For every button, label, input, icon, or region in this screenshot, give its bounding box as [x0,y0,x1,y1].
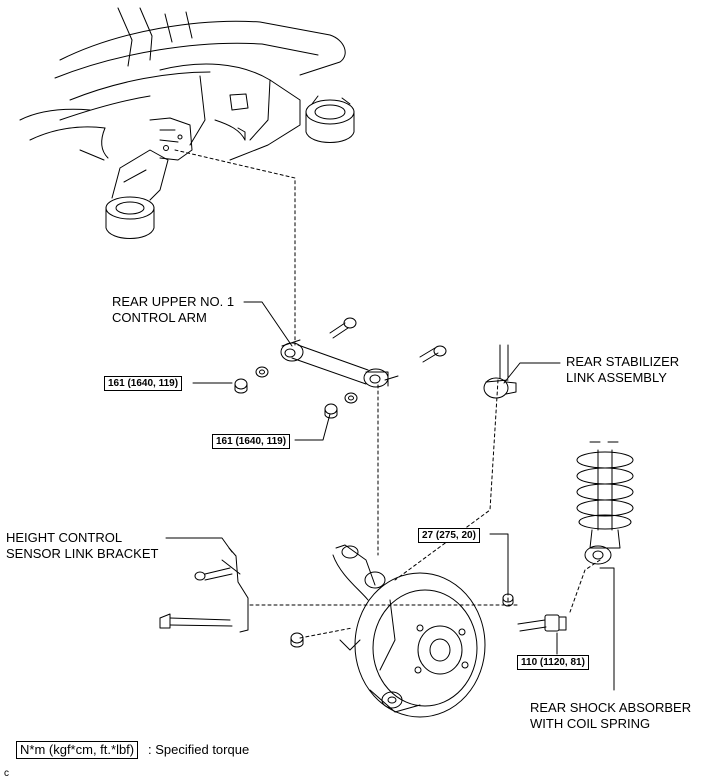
torque-spec-upper-arm-front: 161 (1640, 119) [104,376,183,391]
torque-spec-shock-bolt: 110 (1120, 81) [517,655,589,670]
torque-spec-stabilizer-nut: 27 (275, 20) [418,528,480,543]
upper-control-arm [280,339,389,388]
shock-label: REAR SHOCK ABSORBER WITH COIL SPRING [530,700,691,732]
upper-arm-label: REAR UPPER NO. 1 CONTROL ARM [112,294,234,326]
height-sensor-label: HEIGHT CONTROL SENSOR LINK BRACKET [6,530,158,562]
carrier-nut [290,632,304,648]
stabilizer-label: REAR STABILIZER LINK ASSEMBLY [566,354,679,386]
upper-arm-label-line1: REAR UPPER NO. 1 [112,294,235,309]
upper-arm-bolts [329,317,447,381]
arm-nuts-washers [234,366,358,419]
height-sensor-label-line1: HEIGHT CONTROL [6,530,123,545]
suspension-member-illustration [19,7,355,239]
shock-label-line2: WITH COIL SPRING [530,716,651,731]
stabilizer-label-line1: REAR STABILIZER [566,354,680,369]
legend-unit-box: N*m (kgf*cm, ft.*lbf) [16,741,139,759]
legend-description: : Specified torque [148,742,250,757]
axle-carrier [332,544,486,718]
stabilizer-link [483,344,517,399]
coil-spring-shock [576,441,634,565]
alignment-lines [174,149,601,639]
height-sensor-label-line2: SENSOR LINK BRACKET [6,546,159,561]
height-sensor-bracket [159,547,249,633]
stabilizer-label-line2: LINK ASSEMBLY [566,370,667,385]
corner-mark: c [4,768,9,779]
shock-label-line1: REAR SHOCK ABSORBER [530,700,692,715]
stabilizer-nut [502,593,514,607]
upper-arm-label-line2: CONTROL ARM [112,310,207,325]
leader-lines [165,301,615,691]
torque-spec-upper-arm-rear: 161 (1640, 119) [212,434,291,449]
shock-bolt [517,614,567,632]
